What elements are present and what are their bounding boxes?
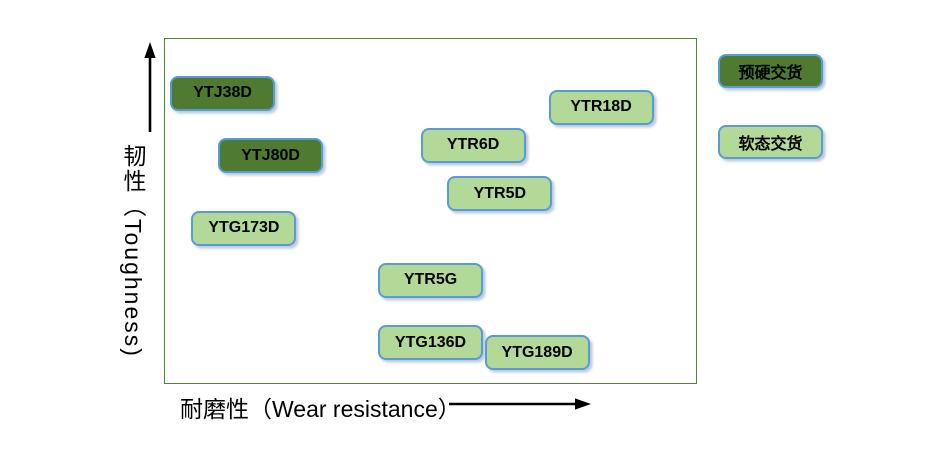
grade-box-YTJ80D: YTJ80D <box>218 138 324 174</box>
legend-item-prehardened-delivery: 预硬交货 <box>718 54 823 88</box>
x-axis-label: 耐磨性（Wear resistance） <box>180 396 461 422</box>
y-axis-up-arrow-icon <box>144 42 156 132</box>
grade-box-YTG189D: YTG189D <box>484 335 590 371</box>
grade-box-YTR5D: YTR5D <box>447 176 553 212</box>
grade-box-YTG136D: YTG136D <box>378 325 483 360</box>
x-axis-row: 耐磨性（Wear resistance） <box>180 390 591 424</box>
grade-box-YTG173D: YTG173D <box>191 210 297 246</box>
x-axis-right-arrow-icon <box>448 398 591 410</box>
grade-box-YTJ38D: YTJ38D <box>170 75 276 111</box>
legend-item-soft-delivery: 软态交货 <box>718 125 823 159</box>
y-axis-label: 韧性（Toughness) <box>120 144 146 358</box>
grade-box-YTR5G: YTR5G <box>378 262 483 298</box>
grade-box-YTR18D: YTR18D <box>548 89 654 125</box>
grade-box-YTR6D: YTR6D <box>420 127 526 163</box>
